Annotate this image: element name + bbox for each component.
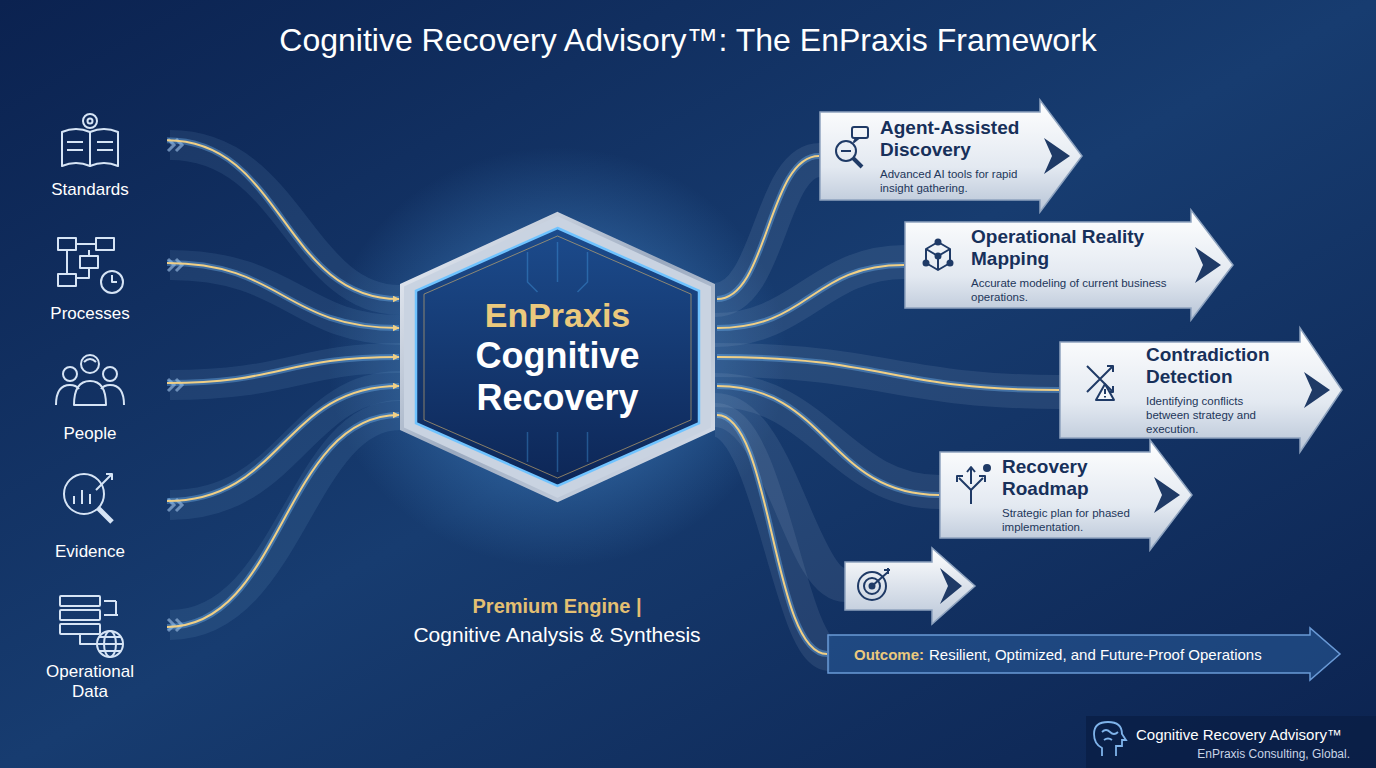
- step-description: Strategic plan for phased implementation…: [1002, 506, 1136, 534]
- connector-glow: [167, 415, 399, 627]
- connector-glow: [717, 386, 939, 495]
- input-label: People: [64, 424, 117, 444]
- connector-glow: [717, 415, 827, 654]
- output-arrow: Recovery RoadmapStrategic plan for phase…: [940, 440, 1192, 550]
- outcome-arrow: Outcome: Resilient, Optimized, and Future…: [828, 628, 1340, 680]
- connector-glow: [717, 265, 904, 328]
- input-label: Processes: [50, 304, 129, 324]
- diagram-title: Cognitive Recovery Advisory™: The EnPrax…: [60, 20, 1316, 60]
- footer-brand: Cognitive Recovery Advisory™: [1136, 726, 1368, 744]
- step-heading: Agent-Assisted Discovery: [880, 117, 1026, 161]
- engine-caption: Premium Engine |: [357, 594, 757, 618]
- connector-line: [717, 386, 939, 495]
- step-description: Identifying conflicts between strategy a…: [1146, 394, 1286, 436]
- connector-line: [717, 415, 827, 654]
- outcome-text-row: Outcome: Resilient, Optimized, and Future…: [854, 645, 1262, 664]
- flow-connector: [167, 263, 399, 328]
- outcome-lead: Outcome:: [854, 646, 924, 663]
- step-description: Accurate modeling of current business op…: [971, 276, 1177, 304]
- input-label: Standards: [51, 180, 129, 200]
- engine-brand: EnPraxis: [485, 295, 631, 335]
- engine-name: Cognitive Recovery: [448, 335, 667, 419]
- connector-line: [167, 357, 399, 383]
- connector-line: [717, 156, 819, 299]
- connector-line: [167, 263, 399, 328]
- step-heading: Contradiction Detection: [1146, 344, 1286, 388]
- engine-hexagon: EnPraxisCognitive Recovery: [400, 212, 715, 502]
- output-arrow: Agent-Assisted DiscoveryAdvanced AI tool…: [820, 100, 1082, 212]
- input-node: Standards: [15, 106, 165, 204]
- flow-connector: [717, 265, 904, 328]
- output-arrow: Operational Reality MappingAccurate mode…: [905, 210, 1233, 320]
- flow-connector: [717, 357, 1059, 390]
- flow-connector: [167, 415, 399, 627]
- flow-connector: [167, 386, 399, 501]
- flow-connector: [717, 386, 939, 495]
- connector-glow: [167, 263, 399, 328]
- connector-line: [717, 357, 1059, 390]
- connector-glow: [167, 386, 399, 501]
- outcome-text: Resilient, Optimized, and Future-Proof O…: [929, 646, 1262, 663]
- connector-glow: [167, 140, 399, 299]
- input-label: Operational Data: [31, 662, 149, 702]
- input-node: Processes: [15, 228, 165, 328]
- flow-connector: [167, 140, 399, 299]
- step-heading: Operational Reality Mapping: [971, 226, 1177, 270]
- connector-glow: [717, 156, 819, 299]
- connector-line: [167, 386, 399, 501]
- flow-connector: [717, 156, 819, 299]
- output-arrow: Contradiction DetectionIdentifying confl…: [1060, 328, 1342, 452]
- connector-glow: [167, 357, 399, 383]
- engine-caption: Cognitive Analysis & Synthesis: [357, 622, 757, 647]
- connector-glow: [717, 357, 1059, 390]
- flow-connector: [167, 357, 399, 383]
- flow-connector: [717, 415, 827, 654]
- footer-brand: EnPraxis Consulting, Global.: [1136, 747, 1350, 762]
- connector-line: [167, 415, 399, 627]
- connector-line: [717, 265, 904, 328]
- input-node: People: [15, 348, 165, 448]
- step-description: Advanced AI tools for rapid insight gath…: [880, 167, 1026, 195]
- connector-line: [167, 140, 399, 299]
- input-label: Evidence: [55, 542, 125, 562]
- input-node: Evidence: [15, 466, 165, 566]
- input-node: Operational Data: [15, 588, 165, 706]
- step-heading: Recovery Roadmap: [1002, 456, 1136, 500]
